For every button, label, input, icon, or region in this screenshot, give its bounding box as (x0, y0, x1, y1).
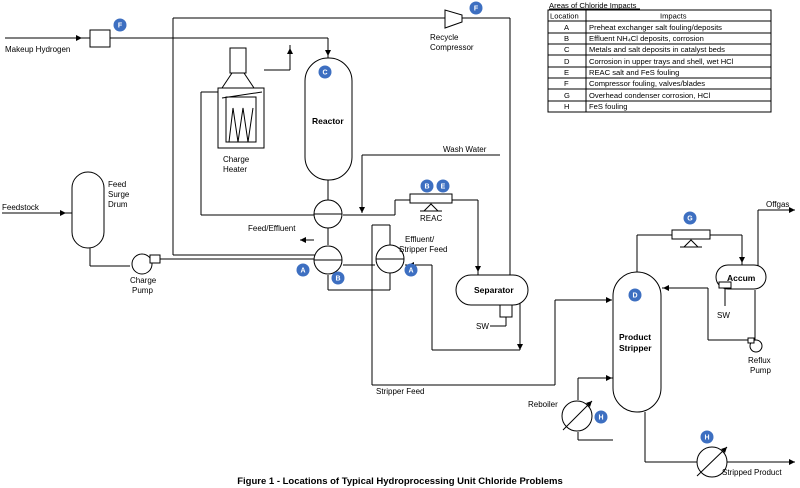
charge-heater-label: Charge (223, 155, 250, 164)
badge-f-compressor (469, 1, 483, 15)
badge-letter: D (632, 293, 637, 300)
badge-letter: E (441, 184, 446, 191)
location-badges: F F C B E A B A G D H H (113, 1, 714, 444)
accum-sw-label: SW (717, 311, 730, 320)
legend-col-location: Location (550, 12, 579, 21)
legend-loc: H (564, 102, 569, 111)
badge-b-exchanger (331, 271, 345, 285)
feedstock-label: Feedstock (2, 203, 40, 212)
badge-letter: A (408, 268, 413, 275)
legend-loc: A (564, 23, 570, 32)
reac-air-cooler (409, 193, 453, 212)
legend-loc: G (564, 91, 570, 100)
feed-effluent-exchanger-lower (313, 245, 343, 275)
charge-pump (131, 253, 161, 275)
separator-sw-label: SW (476, 322, 489, 331)
reactor-vessel (304, 57, 353, 181)
recycle-compressor (444, 9, 463, 29)
legend-impact: REAC salt and FeS fouling (589, 68, 679, 77)
badge-b-reac (420, 179, 434, 193)
reboiler-exchanger (561, 400, 593, 432)
overhead-condenser (671, 229, 711, 248)
badge-f-makeup (113, 18, 127, 32)
separator-drum (455, 274, 529, 327)
badge-letter: G (687, 216, 693, 223)
effluent-stripper-feed-exchanger (375, 244, 405, 274)
accum-label: Accum (727, 273, 756, 283)
product-stripper-column (612, 271, 662, 413)
charge-pump-label: Pump (132, 286, 153, 295)
legend-impact: FeS fouling (589, 102, 627, 111)
legend-impact: Compressor fouling, valves/blades (589, 79, 705, 88)
legend-loc: F (564, 79, 569, 88)
badge-d-stripper (628, 288, 642, 302)
product-stripper-label: Product (619, 332, 651, 342)
separator-label: Separator (474, 285, 514, 295)
legend-impact: Metals and salt deposits in catalyst bed… (589, 45, 725, 54)
badge-a-left (296, 263, 310, 277)
legend-impact: Overhead condenser corrosion, HCl (589, 91, 710, 100)
legend-col-impacts: Impacts (660, 12, 687, 21)
makeup-hydrogen-compressor (89, 29, 111, 48)
stripped-product-label: Stripped Product (722, 468, 782, 477)
badge-h-product (700, 430, 714, 444)
badge-c-reactor (318, 65, 332, 79)
wash-water-label: Wash Water (443, 145, 487, 154)
recycle-compressor-label: Compressor (430, 43, 474, 52)
reac-label: REAC (420, 214, 442, 223)
effluent-stripper-feed-label: Stripper Feed (399, 245, 447, 254)
badge-letter: B (424, 184, 429, 191)
product-cooler-exchanger (696, 446, 728, 478)
stripper-feed-label: Stripper Feed (376, 387, 424, 396)
makeup-hydrogen-label: Makeup Hydrogen (5, 45, 70, 54)
legend-impact: Corrosion in upper trays and shell, wet … (589, 57, 734, 66)
product-stripper-label: Stripper (619, 343, 652, 353)
badge-letter: F (118, 23, 123, 30)
badge-letter: B (335, 276, 340, 283)
piping (2, 17, 795, 463)
feed-surge-drum-label: Feed (108, 180, 126, 189)
chloride-impacts-legend: Areas of Chloride Impacts Location Impac… (547, 1, 772, 113)
badge-letter: H (704, 435, 709, 442)
badge-letter: C (322, 70, 327, 77)
feed-surge-drum (71, 171, 105, 249)
badge-a-right (404, 263, 418, 277)
reflux-pump (747, 337, 763, 353)
legend-loc: E (564, 68, 569, 77)
offgas-label: Offgas (766, 200, 789, 209)
badge-e-reac (436, 179, 450, 193)
effluent-stripper-feed-label: Effluent/ (405, 235, 435, 244)
reboiler-label: Reboiler (528, 400, 558, 409)
recycle-compressor-label: Recycle (430, 33, 459, 42)
badge-h-reboiler (594, 410, 608, 424)
feed-surge-drum-label: Drum (108, 200, 128, 209)
charge-pump-label: Charge (130, 276, 157, 285)
charge-heater (217, 47, 265, 149)
legend-loc: D (564, 57, 570, 66)
feed-surge-drum-label: Surge (108, 190, 130, 199)
feed-effluent-label: Feed/Effluent (248, 224, 296, 233)
badge-letter: H (598, 415, 603, 422)
accumulator-drum (715, 264, 767, 290)
charge-heater-label: Heater (223, 165, 247, 174)
badge-g-condenser (683, 211, 697, 225)
badge-letter: A (300, 268, 305, 275)
figure-caption: Figure 1 - Locations of Typical Hydropro… (237, 476, 563, 487)
reflux-pump-label: Reflux (748, 356, 771, 365)
legend-impact: Effluent NH₄Cl deposits, corrosion (589, 34, 704, 43)
legend-loc: C (564, 45, 570, 54)
reactor-label: Reactor (312, 116, 344, 126)
badge-letter: F (474, 6, 479, 13)
reflux-pump-label: Pump (750, 366, 771, 375)
legend-loc: B (564, 34, 569, 43)
legend-title: Areas of Chloride Impacts (549, 1, 637, 10)
legend-impact: Preheat exchanger salt fouling/deposits (589, 23, 722, 32)
feed-effluent-exchanger-upper (313, 199, 343, 229)
